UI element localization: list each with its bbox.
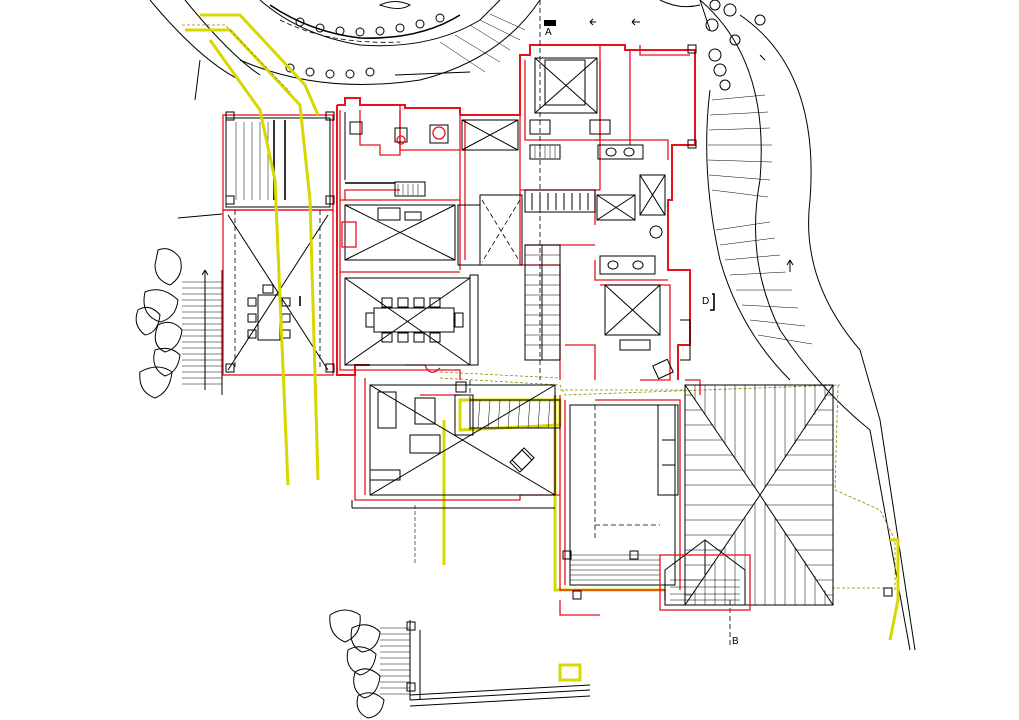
section-label-a: A (545, 27, 552, 38)
right-garden-steps (699, 0, 916, 651)
section-label-b: B (732, 636, 739, 647)
bottom-stone-steps (329, 609, 591, 719)
left-stone-steps (135, 213, 223, 399)
hipped-roof (659, 384, 834, 611)
house-details (341, 0, 893, 645)
top-garden-paving (149, 0, 701, 101)
section-label-d: D (702, 296, 709, 307)
left-pergola-terrace (222, 111, 335, 376)
section-markers: A B D (201, 18, 794, 647)
